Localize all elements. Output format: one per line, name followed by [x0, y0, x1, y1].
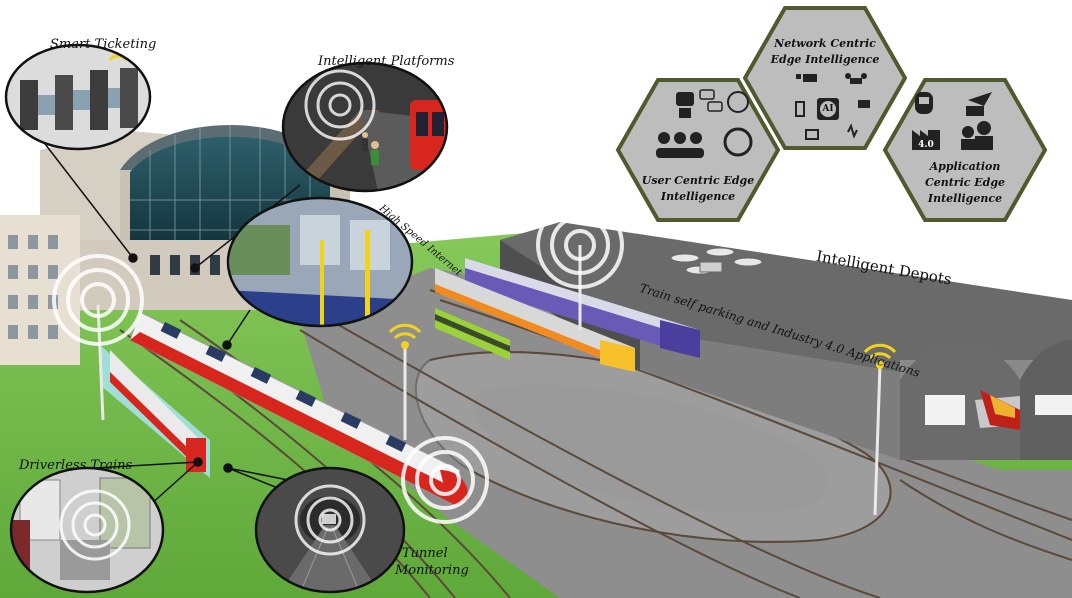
- driverless-trains-label: Driverless Trains: [19, 458, 133, 473]
- intelligent-platforms-label: Intelligent Platforms: [318, 54, 455, 69]
- hex-user-line-1: User Centric Edge: [641, 174, 755, 187]
- wifi-icon: [863, 343, 897, 369]
- camera-icon: [796, 74, 817, 82]
- phone-icon: [795, 101, 805, 117]
- hex-application-line-3: Intelligence: [927, 192, 1003, 205]
- wave-icon: [847, 123, 858, 139]
- robot-icon: [676, 92, 694, 118]
- smart-ticketing-label: Smart Ticketing: [50, 37, 157, 52]
- drone-icon: [670, 247, 763, 275]
- industry-label: 4.0: [918, 140, 934, 150]
- hex-network-line-2: Edge Intelligence: [770, 53, 880, 66]
- ai-chip-label: AI: [822, 104, 834, 114]
- tube-train: [129, 311, 469, 506]
- robot-arm-icon: [858, 100, 870, 108]
- worker-icon: [975, 121, 993, 150]
- hex-user-title: User Centric Edge Intelligence: [628, 173, 768, 205]
- people-group-icon: [656, 132, 704, 158]
- tunnel-monitoring-label-1: Tunnel: [402, 546, 448, 561]
- hex-application-line-2: Centric Edge: [924, 176, 1006, 189]
- chat-icon: [699, 89, 723, 112]
- head-profile-icon: [727, 91, 749, 113]
- hex-network-line-1: Network Centric: [774, 37, 876, 50]
- hex-application-line-1: Application: [929, 160, 1001, 173]
- callout-lines: [41, 139, 321, 506]
- depot-building: [500, 222, 1072, 460]
- hex-application-title: Application Centric Edge Intelligence: [895, 159, 1035, 207]
- high-speed-internet-inset: [226, 196, 414, 328]
- tram: [435, 308, 510, 360]
- overground-train: [435, 268, 635, 372]
- train-front-icon: [915, 92, 933, 114]
- factory-icon: [912, 130, 940, 150]
- depot-red-train: [980, 390, 1020, 430]
- driverless-cab-inset: [9, 466, 165, 594]
- inner-grass: [472, 384, 828, 513]
- hexagon-application: [882, 78, 1048, 222]
- ai-chip-icon: [817, 98, 839, 120]
- drone-small-icon: [845, 73, 867, 84]
- refresh-cycle-icon: [723, 127, 753, 157]
- police-icon: [961, 126, 975, 150]
- tunnel-monitoring-inset: [254, 466, 406, 594]
- plane-train-icon: [966, 92, 992, 116]
- hexagon-network: [742, 6, 908, 150]
- driverless-train: [100, 345, 210, 478]
- tunnel-monitoring-label-2: Monitoring: [395, 563, 469, 578]
- hex-user-line-2: Intelligence: [660, 190, 736, 203]
- purple-train: [465, 258, 700, 358]
- hex-network-title: Network Centric Edge Intelligence: [755, 36, 895, 68]
- hexagon-user: [615, 78, 781, 222]
- wifi-icon: [388, 323, 422, 349]
- smart-ticketing-inset: [4, 43, 152, 151]
- monitor-icon: [805, 129, 819, 140]
